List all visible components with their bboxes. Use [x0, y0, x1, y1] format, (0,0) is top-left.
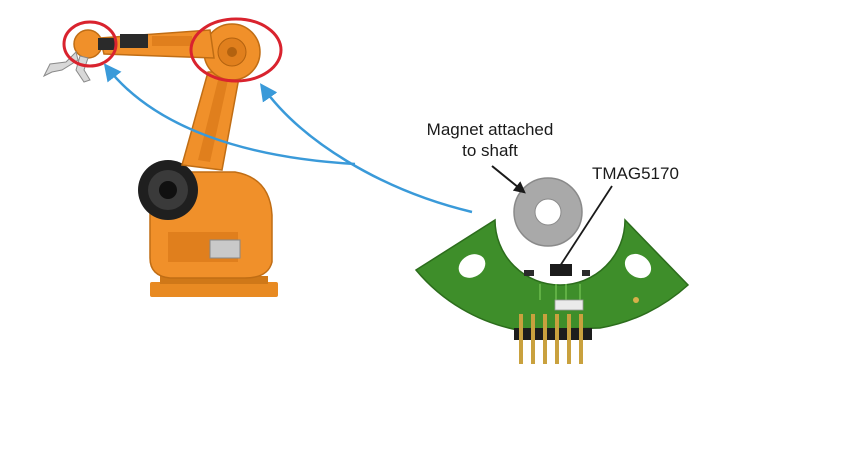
robot-base-plate — [150, 282, 278, 297]
robot-wrist-joint — [73, 29, 103, 59]
magnet-pointer-arrow — [491, 165, 526, 194]
robot-arm-illustration — [42, 23, 278, 297]
arrow-to-elbow — [259, 83, 473, 214]
sensor-label: TMAG5170 — [592, 164, 679, 183]
tmag5170-chip — [550, 264, 572, 276]
pcb-slot-right — [624, 253, 652, 279]
sensor-pointer-line — [559, 185, 613, 267]
arrow-to-wrist — [103, 63, 356, 166]
pin-header — [514, 314, 592, 364]
magnet-label-line-1: Magnet attached — [426, 120, 554, 139]
pcb-board — [414, 218, 690, 331]
sensor-pcb-illustration — [414, 218, 690, 364]
pcb-slot-left — [458, 254, 486, 278]
magnet-label-line-2: to shaft — [462, 141, 518, 160]
magnet-label: Magnet attached to shaft — [395, 119, 585, 161]
ring-magnet-icon — [513, 177, 583, 247]
wrist-highlight-ring — [62, 20, 118, 68]
elbow-highlight-ring — [189, 17, 283, 83]
